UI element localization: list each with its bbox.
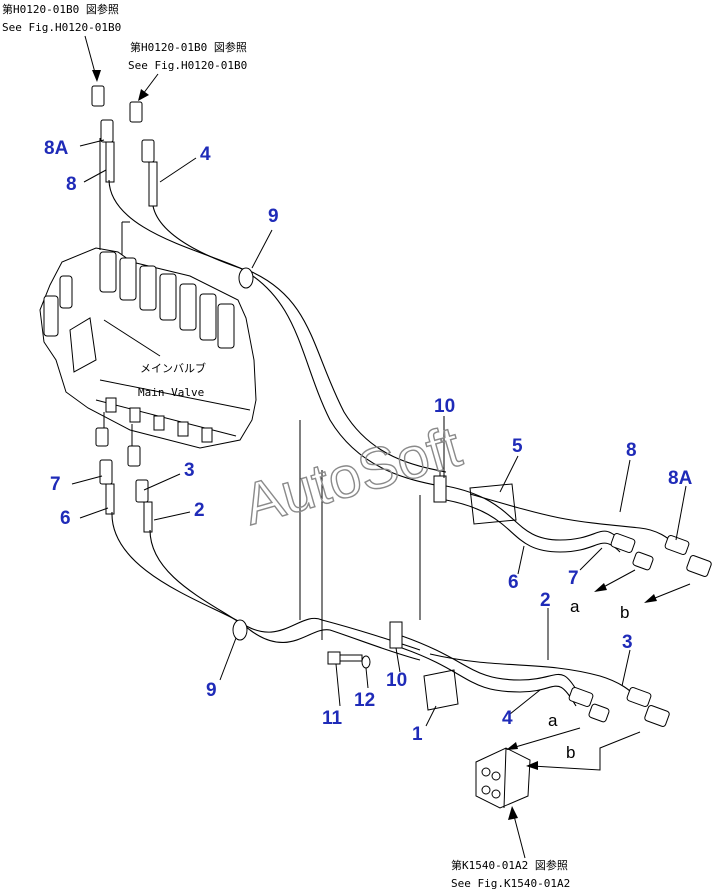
routing-lines [299, 420, 441, 640]
label-10-bottom: 10 [386, 670, 407, 691]
lower-left-fittings [95, 427, 153, 533]
label-6-left: 6 [60, 508, 71, 529]
upper-clamp-bracket [433, 475, 712, 577]
main-valve-body [39, 247, 257, 449]
label-9-top: 9 [268, 206, 279, 227]
label-6-right: 6 [508, 572, 519, 593]
label-3-right: 3 [622, 632, 633, 653]
label-8a-right: 8A [668, 468, 693, 489]
label-4-bottom: 4 [502, 708, 513, 729]
lower-port-arrows [506, 727, 641, 771]
valve-port-leaders [99, 138, 133, 446]
label-3-left: 3 [184, 460, 195, 481]
top-left-fitting [91, 85, 115, 183]
label-2-left: 2 [194, 500, 205, 521]
bolt-and-washer [327, 651, 371, 669]
label-8a-top: 8A [44, 138, 69, 159]
solenoid-block [475, 747, 531, 809]
valve-spools [99, 251, 235, 349]
ref-top-second-jp: 第H0120-01B0 図参照 [130, 40, 247, 54]
ref-arrows [84, 35, 526, 859]
label-10-top: 10 [434, 396, 455, 417]
lower-hose-pair [111, 511, 421, 661]
label-8-right: 8 [626, 440, 637, 461]
upper-port-arrows [594, 569, 691, 603]
port-a-upper: a [570, 597, 580, 616]
label-7-left: 7 [50, 474, 61, 495]
ref-top-left-jp: 第H0120-01B0 図参照 [2, 2, 119, 16]
ref-bottom-jp: 第K1540-01A2 図参照 [451, 858, 568, 872]
label-2-right: 2 [540, 590, 551, 611]
port-a-lower: a [548, 711, 558, 730]
ref-top-left-en: See Fig.H0120-01B0 [2, 21, 121, 34]
label-1: 1 [412, 724, 423, 745]
port-b-lower: b [566, 743, 575, 762]
port-b-upper: b [620, 603, 629, 622]
lower-clamp-bracket [389, 621, 670, 727]
label-8-top: 8 [66, 174, 77, 195]
upper-hose-pair [108, 179, 447, 487]
label-12: 12 [354, 690, 375, 711]
label-4-top: 4 [200, 144, 211, 165]
main-valve-label-jp: メインバルブ [140, 361, 206, 375]
label-11: 11 [322, 708, 343, 729]
top-right-fitting [129, 101, 158, 207]
label-9-bottom: 9 [206, 680, 217, 701]
label-7-right: 7 [568, 568, 579, 589]
watermark: AutoSoft [236, 414, 468, 538]
main-valve-label-en: Main Valve [138, 386, 204, 399]
label-5: 5 [512, 436, 523, 457]
label-leaders [71, 139, 687, 727]
ref-top-second-en: See Fig.H0120-01B0 [128, 59, 247, 72]
ref-bottom-en: See Fig.K1540-01A2 [451, 877, 570, 890]
